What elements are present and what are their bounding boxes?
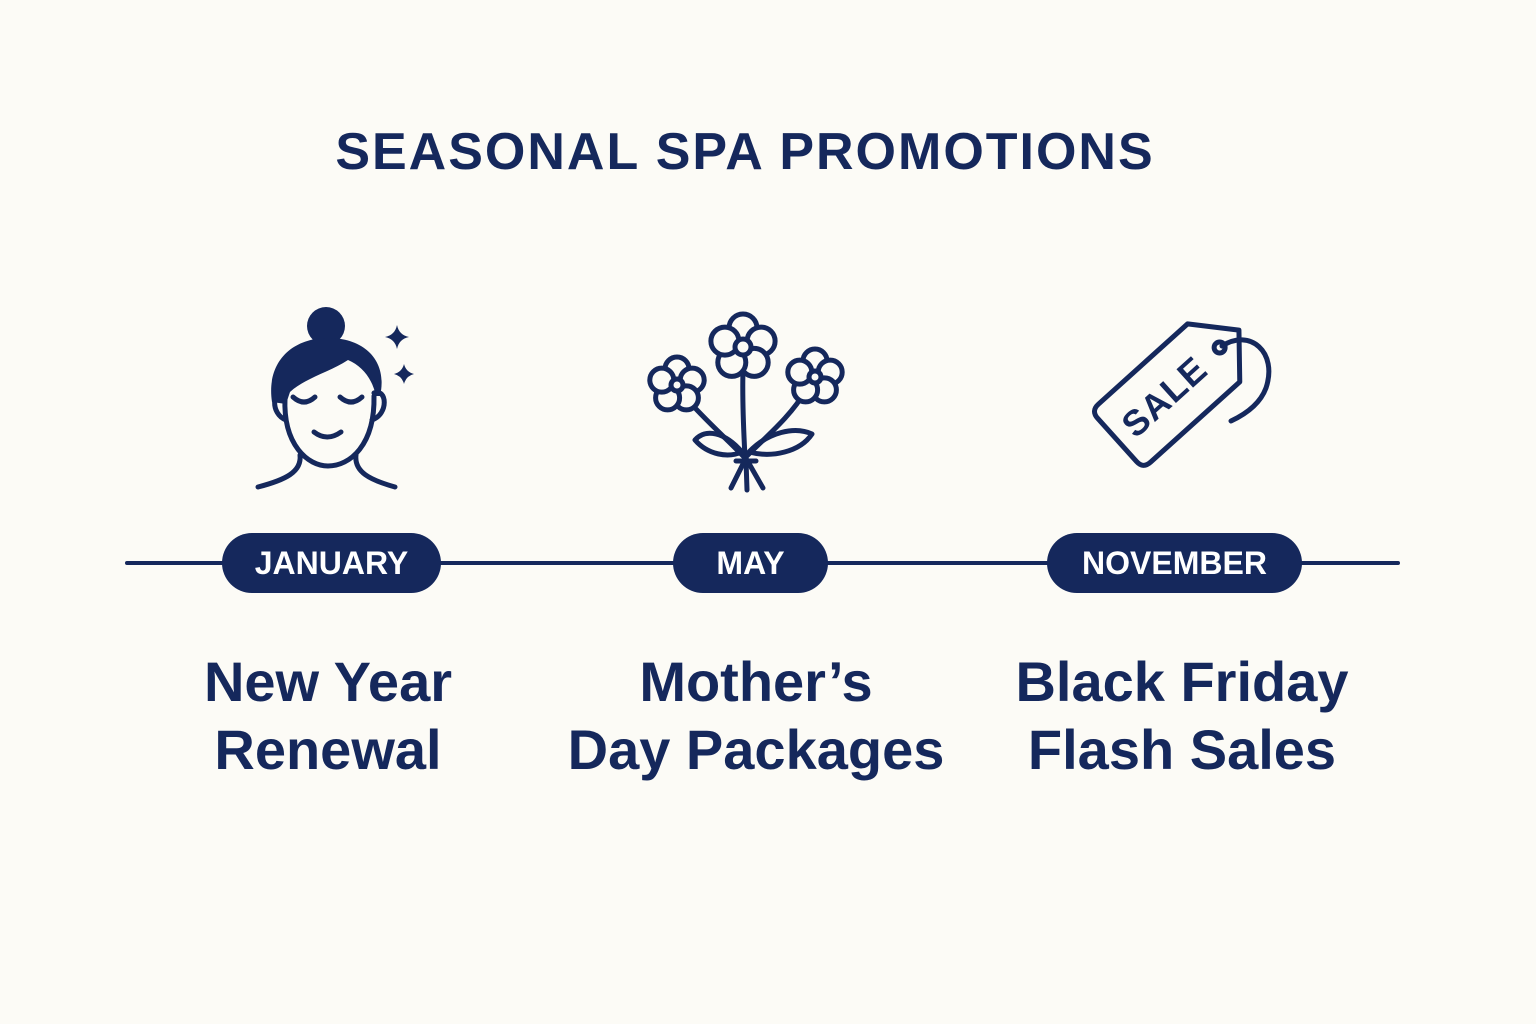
promotion-label-may: Mother’s Day Packages (556, 648, 956, 784)
month-label: MAY (716, 544, 785, 581)
month-label: JANUARY (254, 544, 409, 581)
label-line: Renewal (214, 718, 442, 781)
label-line: Day Packages (567, 718, 945, 781)
sparkle-icon (394, 364, 414, 384)
month-pill-may: MAY (673, 533, 828, 593)
label-line: Flash Sales (1027, 718, 1337, 781)
label-line: Mother’s (639, 650, 873, 713)
label-line: New Year (203, 650, 453, 713)
sparkle-icon (385, 325, 409, 349)
month-pill-january: JANUARY (222, 533, 441, 593)
flower-bouquet-icon (647, 311, 845, 493)
page-title: SEASONAL SPA PROMOTIONS (335, 123, 1155, 181)
promotion-label-november: Black Friday Flash Sales (982, 648, 1382, 784)
label-line: Black Friday (1015, 650, 1349, 713)
month-label: NOVEMBER (1082, 544, 1267, 581)
relaxed-face-icon (255, 307, 414, 490)
sale-tag-icon: SALE (1092, 321, 1272, 468)
month-pill-november: NOVEMBER (1047, 533, 1302, 593)
promotion-label-january: New Year Renewal (128, 648, 528, 784)
sale-tag-text: SALE (1113, 348, 1215, 445)
tag-string (1219, 337, 1272, 424)
